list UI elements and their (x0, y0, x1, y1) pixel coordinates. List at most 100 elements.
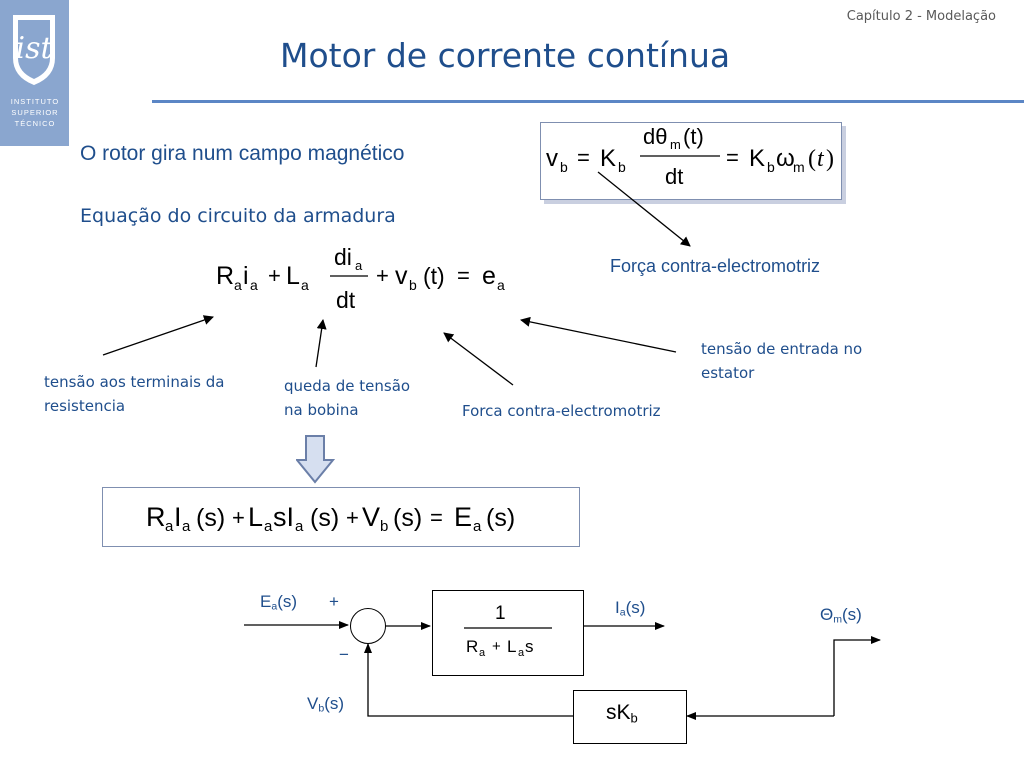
summing-junction (350, 608, 386, 644)
svg-text:a: a (479, 647, 486, 659)
svg-text:a: a (473, 518, 482, 535)
svg-text:+: + (268, 263, 281, 288)
svg-text:a: a (182, 518, 191, 535)
svg-text:ω: ω (776, 145, 795, 172)
svg-text:(: ( (808, 146, 816, 172)
chapter-label: Capítulo 2 - Modelação (846, 9, 996, 24)
input-voltage-label-line-1: tensão de entrada no (701, 340, 863, 358)
back-emf-label-2: Forca contra-electromotriz (462, 402, 661, 420)
logo-line-2: SUPERIOR (11, 108, 59, 117)
svg-text:a: a (264, 518, 273, 535)
svg-text:m: m (670, 137, 681, 152)
svg-text:=: = (457, 263, 470, 288)
feedback-sub: b (318, 702, 325, 715)
svg-text:=: = (577, 145, 590, 170)
svg-text:a: a (355, 258, 363, 273)
svg-text:(s): (s) (486, 504, 515, 532)
forca-contra-label-1: Força contra-electromotriz (610, 256, 821, 276)
svg-text:t: t (817, 146, 825, 172)
current-arg: (s) (625, 598, 646, 617)
gain-sub: b (630, 710, 638, 726)
svg-text:+: + (376, 263, 389, 288)
page-title: Motor de corrente contínua (280, 36, 731, 75)
angle-sub: m (833, 613, 843, 626)
svg-text:=: = (726, 145, 739, 170)
down-arrow-icon (296, 435, 336, 484)
svg-text:b: b (618, 159, 626, 175)
svg-text:e: e (482, 262, 496, 290)
svg-text:(t): (t) (683, 124, 704, 149)
resistance-label: tensão aos terminais da resistencia (44, 370, 224, 418)
svg-text:dθ: dθ (643, 124, 667, 149)
inductance-label: queda de tensão na bobina (284, 374, 410, 422)
svg-text:E: E (454, 502, 472, 532)
svg-text:a: a (250, 277, 258, 293)
input-arg: (s) (277, 592, 298, 611)
feedback-arg: (s) (324, 694, 345, 713)
arrow-resistance (102, 315, 214, 356)
angle-label: Θm(s) (820, 605, 862, 626)
svg-text:K: K (749, 145, 765, 172)
svg-text:(s): (s) (310, 504, 339, 532)
svg-text:=: = (430, 505, 443, 530)
svg-text:a: a (295, 518, 304, 535)
input-label: Ea(s) (260, 592, 297, 613)
svg-text:b: b (380, 518, 388, 535)
logo-line-1: INSTITUTO (10, 97, 60, 106)
current-sub: a (619, 606, 626, 619)
feedback-main: V (307, 694, 319, 713)
svg-text:L: L (286, 262, 300, 290)
armature-equation: R a i a + L a di a dt + v b (t) = e a (216, 244, 505, 313)
input-voltage-label: tensão de entrada no estator (701, 337, 862, 385)
svg-text:(s): (s) (196, 504, 225, 532)
svg-text:b: b (560, 159, 568, 175)
rotor-text: O rotor gira num campo magnético (80, 142, 405, 165)
svg-text:+: + (232, 505, 245, 530)
svg-text:di: di (334, 244, 352, 270)
gain-main: sK (606, 701, 631, 724)
svg-text:L: L (248, 502, 263, 532)
svg-text:dt: dt (665, 164, 683, 189)
svg-text:K: K (600, 145, 616, 172)
logo-line-3: TÉCNICO (14, 119, 56, 128)
svg-text:ist: ist (15, 31, 53, 66)
svg-text:a: a (497, 277, 505, 293)
svg-text:a: a (518, 647, 525, 659)
svg-text:R: R (466, 637, 478, 656)
arrow-input-voltage (520, 316, 677, 353)
current-label: Ia(s) (615, 598, 645, 619)
svg-text:(s): (s) (393, 504, 422, 532)
svg-text:i: i (243, 262, 249, 290)
angle-arg: (s) (842, 605, 862, 624)
armature-transfer-block (432, 590, 584, 676)
tf-numerator: 1 (495, 603, 506, 624)
ist-logo: ist INSTITUTO SUPERIOR TÉCNICO (0, 0, 69, 146)
arrow-to-back-emf-label (597, 171, 691, 247)
shield-icon: ist (13, 15, 55, 86)
laplace-equation-box (102, 487, 580, 547)
resistance-label-line-2: resistencia (44, 397, 126, 415)
laplace-equation: R a I a (s) + L a sI a (s) + V b (s) = E… (146, 502, 515, 535)
svg-text:v: v (395, 262, 408, 290)
arrow-inductance (315, 319, 327, 368)
angle-main: Θ (820, 605, 834, 624)
title-rule (152, 100, 1024, 103)
svg-text:+: + (492, 638, 501, 655)
svg-text:a: a (234, 277, 242, 293)
svg-text:): ) (826, 146, 834, 172)
arrow-back-emf (443, 332, 514, 386)
back-emf-equation-box (540, 122, 842, 200)
svg-text:a: a (301, 277, 309, 293)
feedback-out-wire (364, 643, 573, 717)
svg-text:I: I (174, 502, 182, 532)
current-main: I (615, 598, 620, 617)
svg-text:L: L (507, 637, 516, 656)
input-sub: a (271, 600, 278, 613)
inductance-label-line-1: queda de tensão (284, 377, 411, 395)
input-main: E (260, 592, 272, 611)
back-emf-equation: v b = K b dθ m (t) dt = K b ω m ( t ) (546, 124, 834, 189)
svg-text:b: b (767, 159, 775, 175)
svg-text:b: b (409, 277, 417, 293)
